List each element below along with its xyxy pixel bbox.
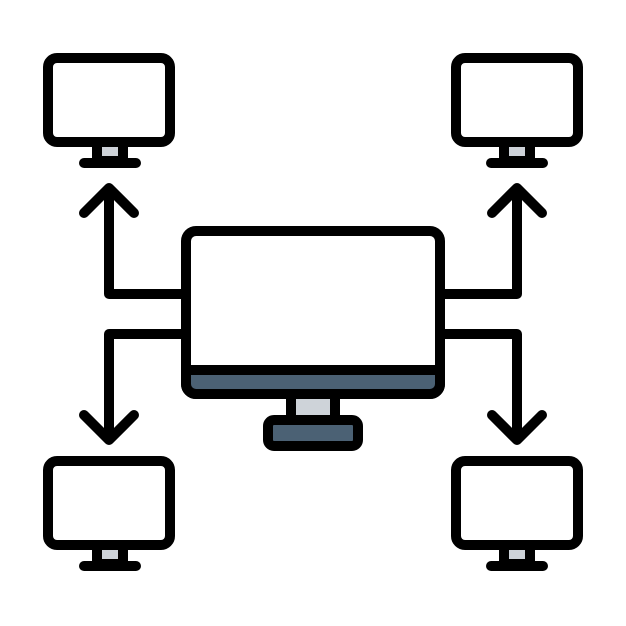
monitor-screen [451, 53, 583, 147]
monitor-bottom-right [451, 456, 583, 571]
connector-bottom-right [437, 329, 547, 445]
central-chin [181, 365, 445, 399]
monitor-top-left [43, 53, 175, 168]
monitor-top-right [451, 53, 583, 168]
monitor-screen [451, 456, 583, 550]
central-monitor [181, 226, 445, 451]
central-stand-base [263, 415, 363, 451]
connector-top-right [437, 183, 547, 299]
monitor-screen [43, 456, 175, 550]
monitor-screen [43, 53, 175, 147]
connector-top-left [79, 183, 189, 299]
connector-bottom-left [79, 329, 189, 445]
monitor-bottom-left [43, 456, 175, 571]
